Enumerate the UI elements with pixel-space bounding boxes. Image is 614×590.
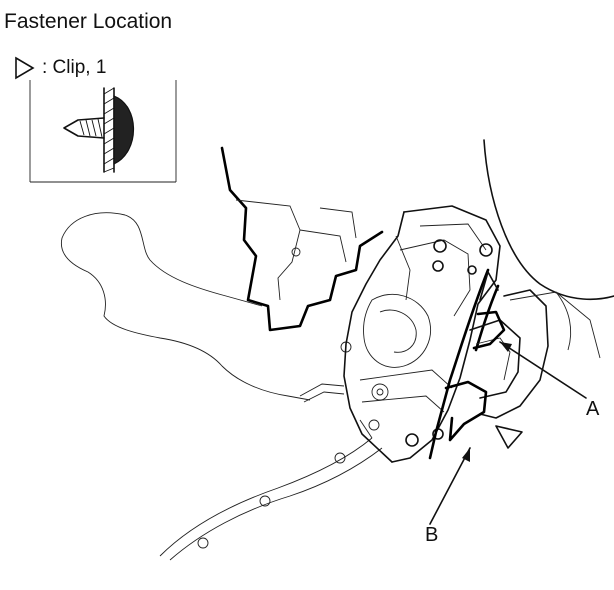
clip-symbol-icon: [15, 56, 35, 80]
latch-mechanism: [299, 205, 501, 463]
callout-leaders: [429, 341, 587, 525]
diagram-title: Fastener Location: [4, 10, 173, 33]
callout-label-a: A: [586, 398, 600, 420]
legend: : Clip, 1: [14, 56, 106, 80]
wire-harness: [60, 212, 383, 561]
clip-cross-section-icon: [63, 87, 134, 173]
body-bracket: [220, 146, 384, 332]
connector-assembly: [428, 139, 614, 460]
clip-detail-inset: [29, 80, 177, 183]
legend-label: : Clip, 1: [42, 57, 107, 78]
callout-label-b: B: [425, 524, 439, 546]
